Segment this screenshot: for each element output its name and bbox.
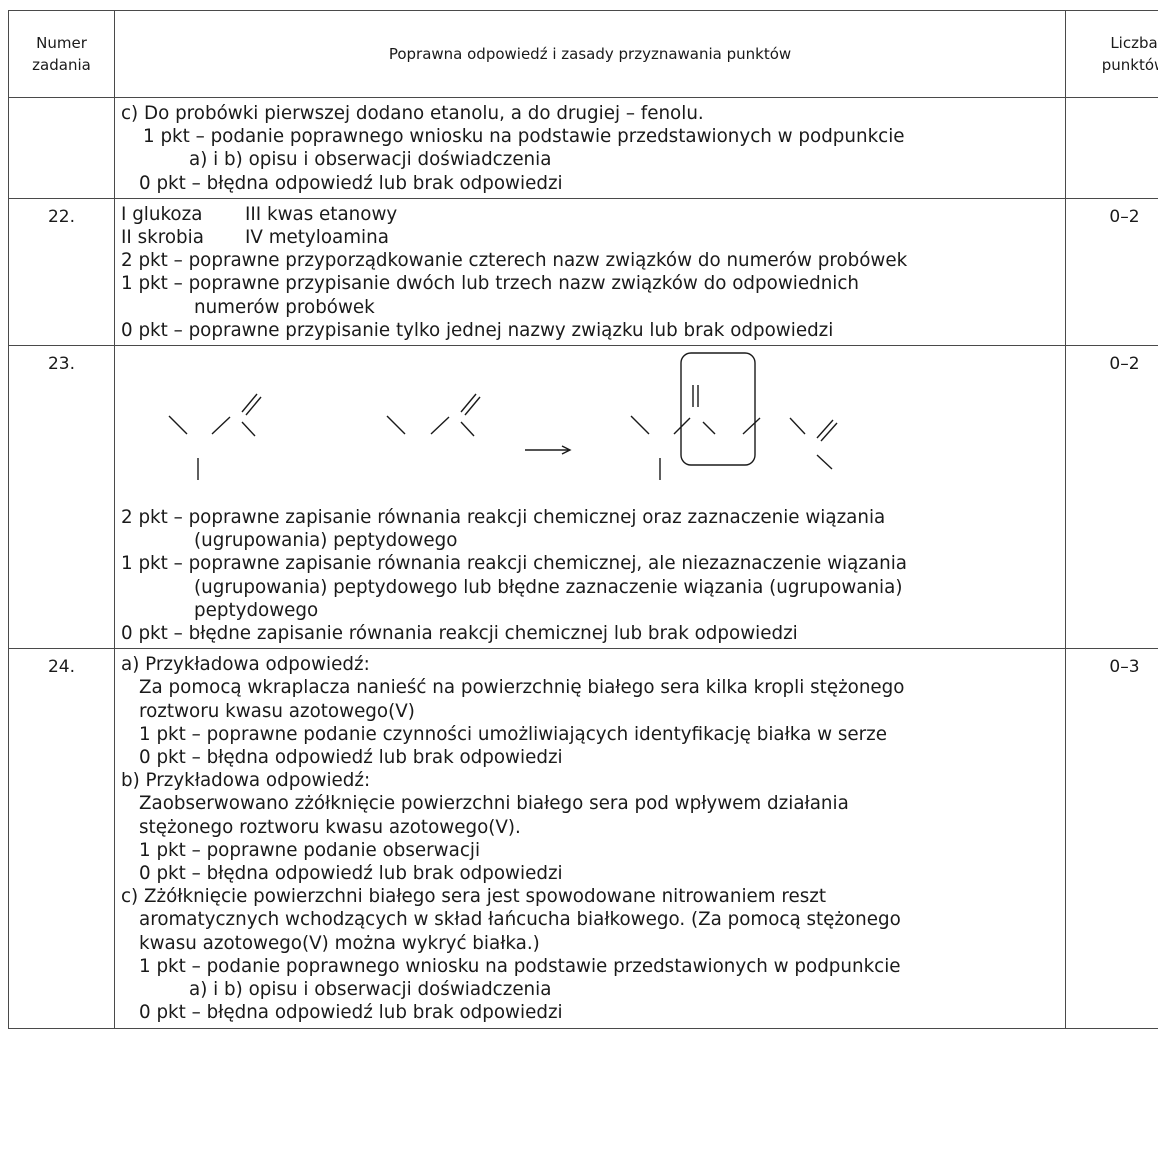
task-number: 23. (8, 345, 115, 650)
table-row: 22. I glukoza III kwas etanowy II skrobia… (8, 197, 1158, 347)
answer-line: aromatycznych wchodzących w skład łańcuc… (139, 909, 901, 931)
answer-line: a) i b) opisu i obserwacji doświadczenia (189, 149, 552, 171)
alanine-structure (168, 393, 262, 481)
answer-line: Za pomocą wkraplacza nanieść na powierzc… (139, 677, 905, 699)
answer-line: (ugrupowania) peptydowego lub błędne zaz… (194, 576, 903, 598)
answer-line: stężonego roztworu kwasu azotowego(V). (139, 816, 521, 838)
answer-line: 1 pkt – podanie poprawnego wniosku na po… (143, 126, 905, 148)
answer-line: numerów probówek (194, 296, 375, 318)
answer-line: Zaobserwowano zżółknięcie powierzchni bi… (139, 793, 849, 815)
answer-cell: a) Przykładowa odpowiedź: Za pomocą wkra… (114, 648, 1066, 1029)
answer-line: 1 pkt – poprawne podanie obserwacji (139, 839, 481, 861)
answer-key-table: Numer zadania Poprawna odpowiedź i zasad… (8, 10, 1158, 1029)
dipeptide-structure (630, 352, 838, 481)
answer-line: 0 pkt – błędna odpowiedź lub brak odpowi… (139, 863, 563, 885)
header-points: Liczba punktów (1065, 10, 1158, 98)
answer-line: peptydowego (194, 599, 319, 621)
task-number (8, 97, 115, 199)
peptide-reaction-equation (168, 352, 838, 481)
compound-name: III kwas etanowy (245, 203, 398, 225)
answer-line: 0 pkt – błędna odpowiedź lub brak odpowi… (139, 747, 563, 769)
points-cell: 0–2 (1065, 345, 1158, 650)
answer-line: 2 pkt – poprawne zapisanie równania reak… (121, 507, 886, 529)
points-cell: 0–2 (1065, 197, 1158, 347)
answer-line: 0 pkt – błędne zapisanie równania reakcj… (121, 623, 798, 645)
answer-line: 0 pkt – błędna odpowiedź lub brak odpowi… (139, 172, 563, 194)
reaction-arrow (525, 445, 572, 455)
table-row: 24. a) Przykładowa odpowiedź: Za pomocą … (8, 648, 1158, 1029)
answer-line: a) i b) opisu i obserwacji doświadczenia (189, 979, 552, 1001)
task-number: 22. (8, 197, 115, 347)
compound-name: IV metyloamina (245, 227, 389, 249)
peptide-bond-highlight (680, 352, 756, 466)
answer-line: 0 pkt – błędna odpowiedź lub brak odpowi… (139, 1002, 563, 1024)
answer-line: roztworu kwasu azotowego(V) (139, 700, 415, 722)
compound-names-line: I glukoza III kwas etanowy (121, 203, 1065, 226)
answer-line: c) Zżółknięcie powierzchni białego sera … (121, 886, 827, 908)
header-answer: Poprawna odpowiedź i zasady przyznawania… (114, 10, 1066, 98)
answer-line: 1 pkt – poprawne przypisanie dwóch lub t… (121, 273, 860, 295)
answer-cell: c) Do probówki pierwszej dodano etanolu,… (114, 97, 1066, 199)
table-row: c) Do probówki pierwszej dodano etanolu,… (8, 97, 1158, 199)
glycine-structure (386, 393, 481, 437)
answer-line: kwasu azotowego(V) można wykryć białka.) (139, 932, 540, 954)
answer-line: (ugrupowania) peptydowego (194, 530, 458, 552)
header-row: Numer zadania Poprawna odpowiedź i zasad… (8, 10, 1158, 98)
answer-cell: I glukoza III kwas etanowy II skrobia IV m… (114, 197, 1066, 347)
answer-line: 2 pkt – poprawne przyporządkowanie czter… (121, 250, 908, 272)
answer-line: c) Do probówki pierwszej dodano etanolu,… (121, 103, 704, 124)
compound-names-line: II skrobia IV metyloamina (121, 226, 1065, 249)
answer-line: 1 pkt – podanie poprawnego wniosku na po… (139, 955, 901, 977)
answer-line: a) Przykładowa odpowiedź: (121, 654, 370, 676)
compound-name: I glukoza (121, 203, 203, 225)
task-number: 24. (8, 648, 115, 1029)
answer-line: 0 pkt – poprawne przypisanie tylko jedne… (121, 319, 834, 341)
points-cell: 0–3 (1065, 648, 1158, 1029)
answer-line: 1 pkt – poprawne zapisanie równania reak… (121, 553, 908, 575)
header-task-number: Numer zadania (8, 10, 115, 98)
compound-name: II skrobia (121, 227, 204, 249)
answer-line: b) Przykładowa odpowiedź: (121, 770, 371, 792)
answer-cell: 2 pkt – poprawne zapisanie równania reak… (114, 345, 1066, 650)
table-row: 23. (8, 345, 1158, 650)
points-cell (1065, 97, 1158, 199)
answer-line: 1 pkt – poprawne podanie czynności umożl… (139, 723, 887, 745)
